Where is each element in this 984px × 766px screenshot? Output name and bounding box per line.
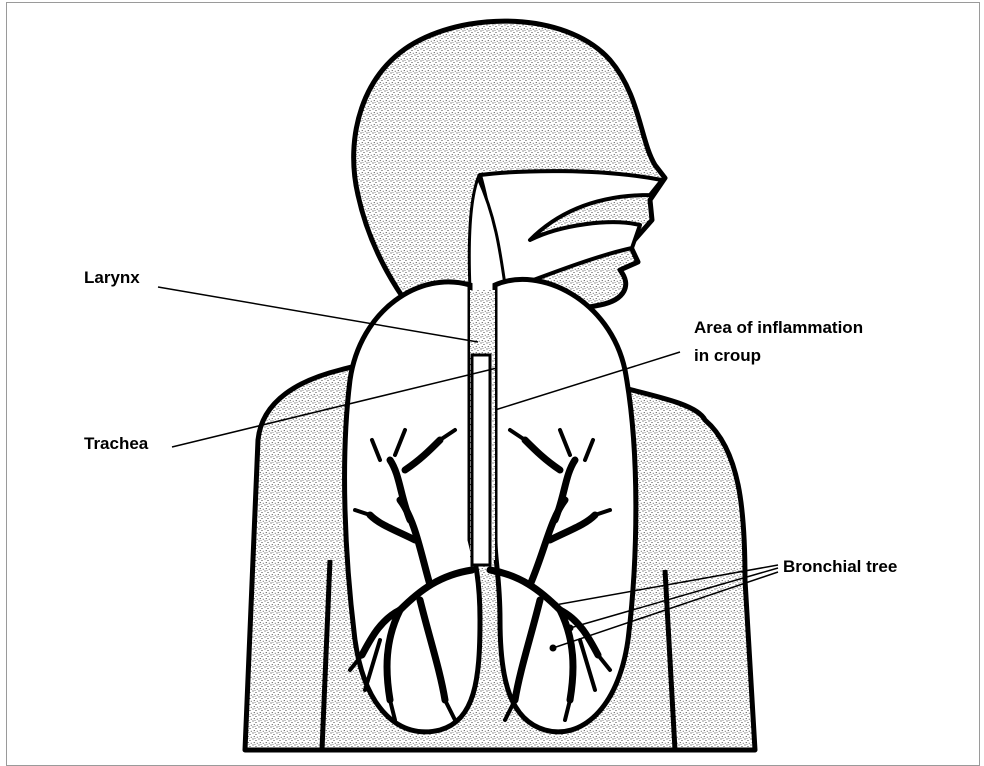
trachea-lower: [472, 355, 490, 565]
trachea-label: Trachea: [84, 432, 148, 456]
inflammation-label-line1: Area of inflammation: [694, 316, 863, 340]
bronchial-dot-3: [550, 645, 557, 652]
left-lung: [345, 282, 480, 732]
bronchial-dot-2: [567, 625, 574, 632]
larynx-label: Larynx: [84, 266, 140, 290]
right-lung: [495, 279, 636, 731]
bronchial-dot-1: [552, 602, 559, 609]
inflammation-label-line2: in croup: [694, 344, 761, 368]
bronchial-tree-label: Bronchial tree: [783, 555, 897, 579]
